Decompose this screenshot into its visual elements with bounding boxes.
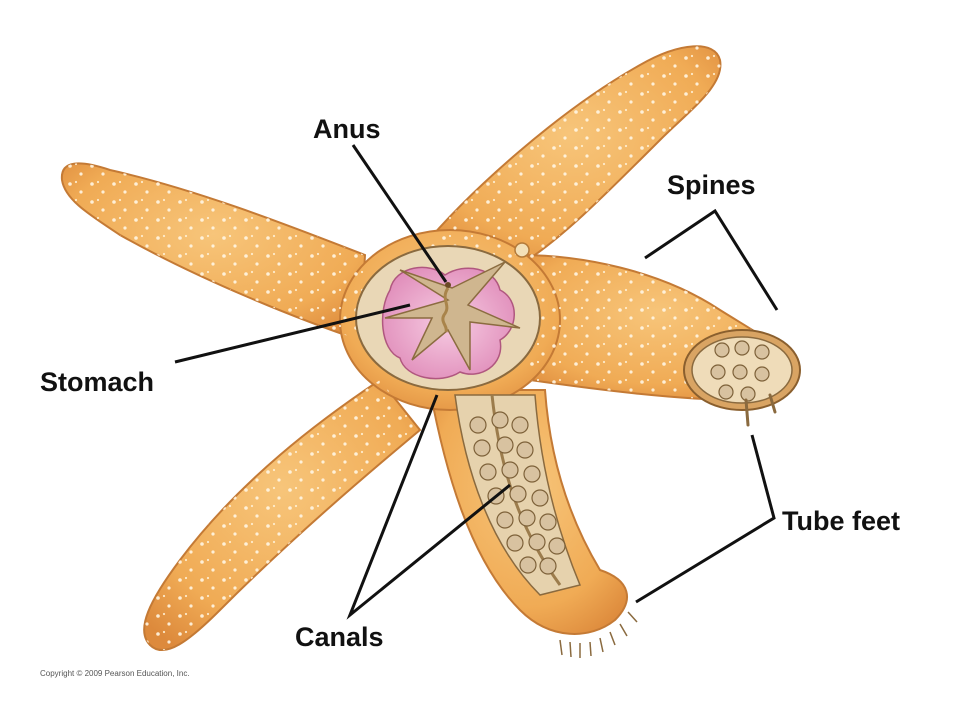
- leader-lines: [174, 144, 779, 620]
- right-arm-cross-section: [683, 329, 801, 427]
- bottom-arm-cutaway: [454, 394, 582, 596]
- spines-leader: [644, 208, 779, 311]
- madreporite: [514, 242, 530, 258]
- canals-leader: [346, 394, 511, 620]
- disk-cutaway: [355, 245, 541, 391]
- label-anus: Anus: [313, 114, 381, 144]
- tube-feet-fringe: [559, 611, 638, 658]
- label-canals: Canals: [295, 622, 384, 652]
- stomach-leader: [174, 303, 411, 364]
- label-stomach: Stomach: [40, 367, 155, 397]
- copyright-notice: Copyright © 2009 Pearson Education, Inc.: [40, 669, 190, 678]
- spine-dot-texture: [61, 46, 795, 651]
- tube-feet-leader: [635, 434, 776, 604]
- central-star: [384, 261, 521, 371]
- anus-leader: [351, 144, 448, 283]
- label-spines: Spines: [667, 170, 756, 200]
- anus-opening: [445, 282, 451, 288]
- ampullae: [469, 411, 566, 575]
- label-tube-feet: Tube feet: [782, 506, 901, 536]
- intestine: [441, 287, 450, 333]
- cross-section-tube-feet: [710, 340, 770, 402]
